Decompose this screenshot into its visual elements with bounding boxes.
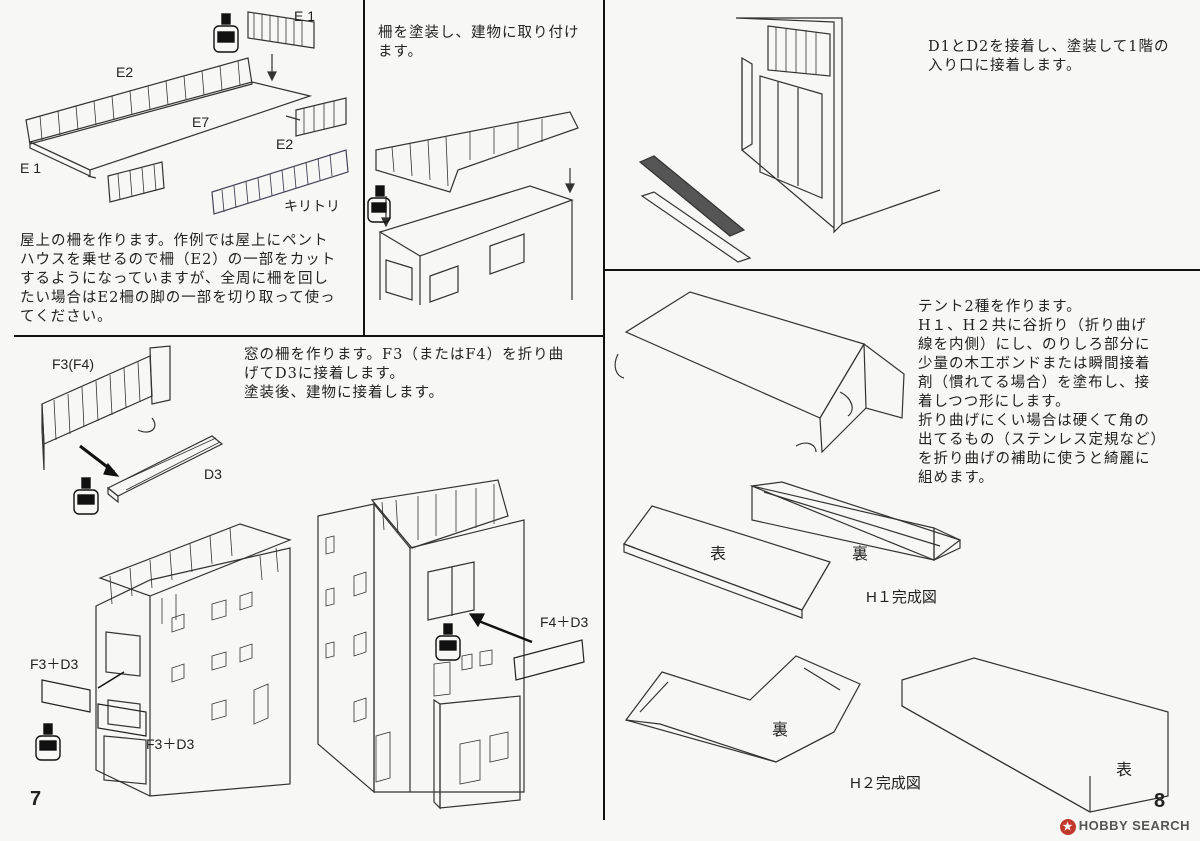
building-left: [41, 523, 292, 797]
label-f3-d3-a: F3＋D3: [30, 656, 79, 672]
building-right: [317, 479, 585, 810]
label-h1-back: 裏: [852, 546, 869, 563]
page-number-left: 7: [30, 788, 42, 810]
label-cut-off: キリトリ: [284, 198, 340, 214]
label-e1-left: E 1: [20, 160, 42, 176]
label-e7: E7: [192, 114, 210, 130]
glue-bottle-icon: [213, 13, 239, 53]
glue-bottle-icon: [367, 185, 391, 223]
label-h2-front: 表: [1116, 762, 1133, 779]
awning-h1-finished: [623, 481, 962, 619]
roof-railing-parts: [25, 11, 349, 215]
glue-bottle-icon: [35, 723, 61, 761]
label-e2-long: E2: [116, 64, 134, 80]
label-f3-f4: F3(F4): [52, 356, 94, 372]
label-f4-d3: F4＋D3: [540, 614, 589, 630]
hobby-search-logo-icon: ★: [1059, 819, 1076, 835]
step5-instructions: テント2種を作ります。 H１、H２共に谷折り（折り曲げ 線を内側）にし、のりしろ…: [918, 299, 1166, 486]
window-railing-parts: [41, 345, 224, 504]
label-h1-front: 表: [710, 546, 727, 563]
step2-instructions: 柵を塗装し、建物に取り付け ます。: [378, 25, 580, 60]
label-h2-back: 裏: [772, 722, 789, 739]
step4-instructions: D1とD2を接着し、塗装して1階の 入り口に接着します。: [928, 39, 1170, 74]
panel-dividers: [14, 0, 1200, 820]
glue-bottle-icon: [73, 477, 99, 515]
watermark-text: HOBBY SEARCH: [1078, 818, 1190, 834]
page-number-right: 8: [1154, 790, 1166, 812]
label-h2-complete: H２完成図: [850, 775, 921, 792]
label-h1-complete: H１完成図: [866, 589, 937, 606]
roof-railing-install: [375, 111, 579, 305]
entrance-assembly: [638, 17, 941, 263]
awning-folding: [614, 291, 905, 454]
label-e1-top: E 1: [294, 8, 316, 24]
label-f3-d3-b: F3＋D3: [146, 736, 195, 752]
step3-instructions: 窓の柵を作ります。F3（またはF4）を折り曲 げてD3に接着します。 塗装後、建…: [244, 347, 565, 401]
awning-h2-finished: [624, 655, 1169, 813]
glue-bottle-icon: [435, 623, 461, 661]
label-e2-short: E2: [276, 136, 294, 152]
step1-instructions: 屋上の柵を作ります。作例では屋上にペント ハウスを乗せるので柵（E2）の一部をカ…: [20, 233, 337, 325]
label-d3: D3: [204, 466, 222, 482]
watermark: ★HOBBY SEARCH: [1059, 818, 1190, 835]
